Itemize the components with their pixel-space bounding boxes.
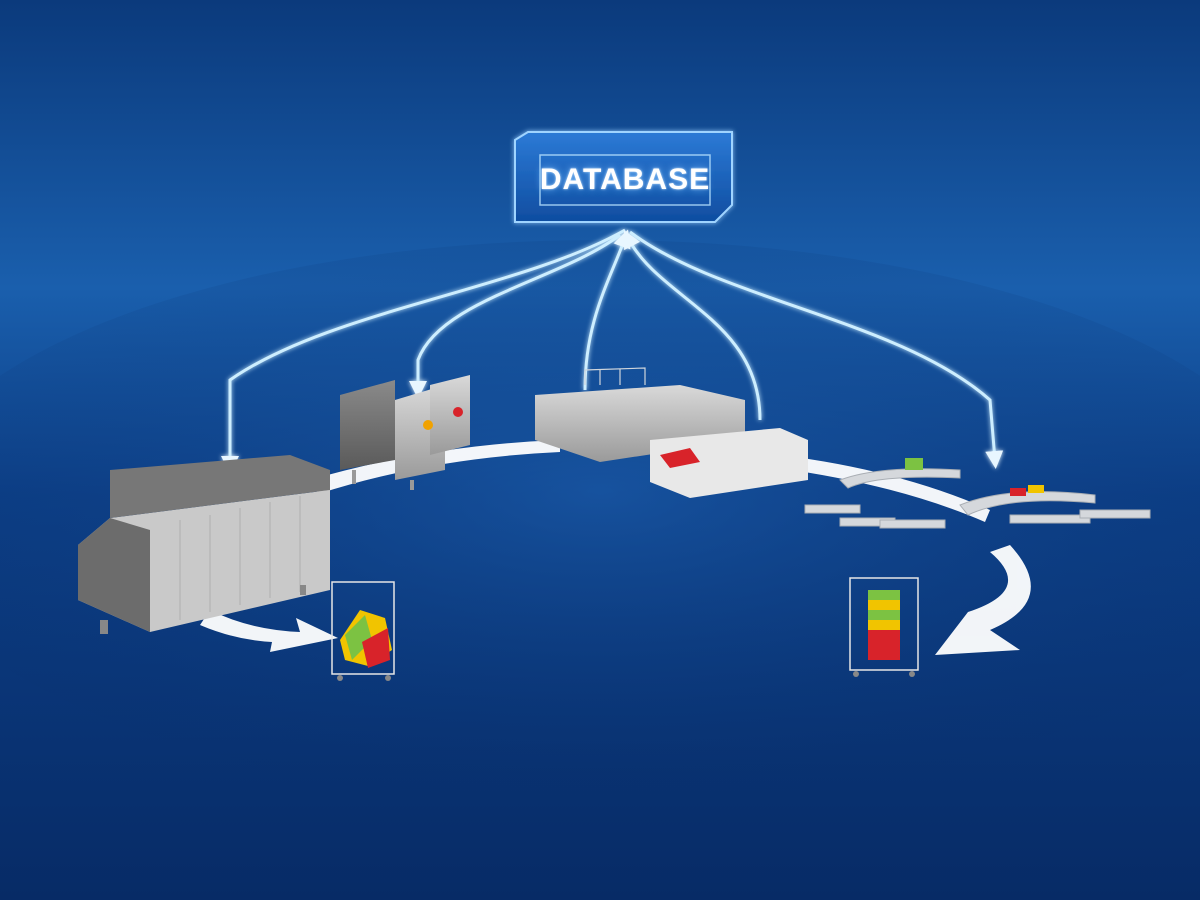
flow-arrow-to-clean-cart	[935, 545, 1031, 655]
database-connections	[221, 228, 1004, 474]
connection-press	[409, 233, 621, 399]
folded-stack-green	[868, 590, 900, 600]
flow-segment-washer-to-press	[310, 440, 560, 494]
sorting-curved-conveyor-2	[959, 491, 1096, 516]
database-label: DATABASE	[539, 163, 711, 196]
sorting-linen-green	[905, 458, 923, 470]
sorting-table-5	[1079, 509, 1151, 519]
sorting-linen-yellow	[1028, 485, 1044, 493]
ironer-line	[535, 367, 808, 498]
process-flow-path	[200, 440, 1031, 655]
sorting-table-1	[804, 504, 861, 514]
washer-end-cap	[78, 518, 150, 632]
connection-ironer	[623, 230, 762, 421]
flow-segment-ironer-to-sorting	[778, 455, 990, 522]
sorting-linen-red	[1010, 488, 1026, 496]
database-label-box	[539, 154, 711, 206]
soiled-linen-red	[362, 628, 390, 668]
soiled-cart-frame	[331, 581, 395, 675]
clean-cart-frame	[849, 577, 919, 671]
connection-ironer-feeder	[583, 229, 631, 391]
press-indicator-yellow	[423, 420, 433, 430]
press-left-block	[340, 380, 395, 470]
connection-sorting	[629, 230, 1004, 469]
press-dryer-unit	[340, 375, 470, 490]
folded-stack-green-2	[868, 610, 900, 620]
folded-stack-red-3	[868, 650, 900, 660]
folded-stack-red-2	[868, 640, 900, 650]
sorting-table-3	[879, 519, 946, 529]
flow-arrow-from-soiled-cart	[200, 610, 338, 652]
ironer-linen-sheet	[660, 448, 700, 468]
soiled-linen-cart	[331, 581, 395, 681]
conveyor-tunnel-washer	[78, 455, 330, 634]
folded-stack-red	[868, 630, 900, 640]
connection-washer	[221, 228, 626, 474]
folded-stack-yellow-2	[868, 620, 900, 630]
washer-top-housing	[110, 455, 330, 518]
sorting-table-4	[1009, 514, 1091, 524]
ironer-main-body	[650, 428, 808, 498]
press-indicator-red	[453, 407, 463, 417]
database-hub	[514, 131, 733, 223]
press-rear-block	[430, 375, 470, 455]
folded-stack-yellow	[868, 600, 900, 610]
folded-linen-cart	[849, 577, 919, 677]
soiled-linen-green	[345, 615, 372, 660]
sorting-tables	[804, 458, 1151, 529]
sorting-curved-conveyor	[839, 468, 961, 489]
